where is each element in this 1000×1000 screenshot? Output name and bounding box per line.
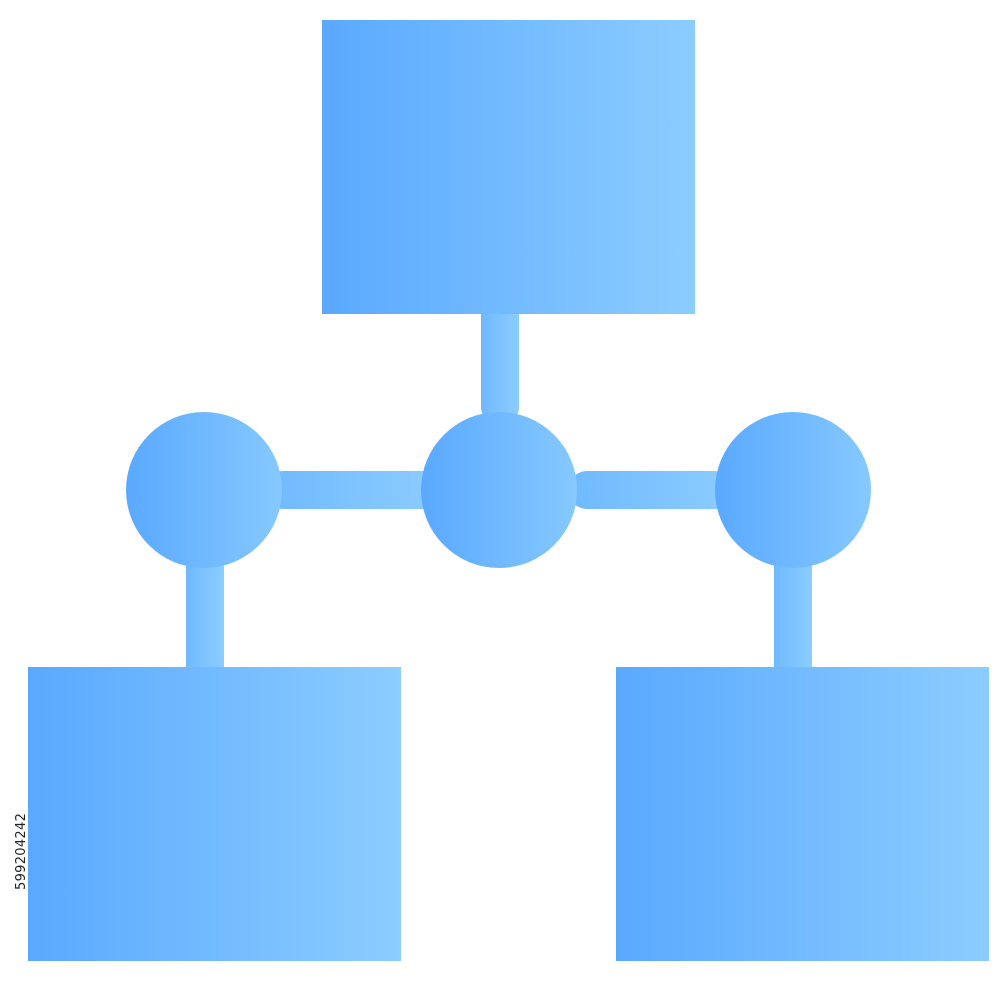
node-center (421, 412, 577, 568)
node-right (715, 412, 871, 568)
bottom-left-box (28, 667, 401, 961)
top-box (322, 20, 695, 314)
connector-top-vertical (481, 296, 519, 426)
connector-left-vertical (186, 548, 224, 688)
node-left (126, 412, 282, 568)
connector-right-horizontal (568, 471, 734, 509)
connector-left-horizontal (264, 471, 442, 509)
stock-image-id: 599204242 (14, 812, 29, 890)
connector-right-vertical (774, 548, 812, 688)
bottom-right-box (616, 667, 989, 961)
